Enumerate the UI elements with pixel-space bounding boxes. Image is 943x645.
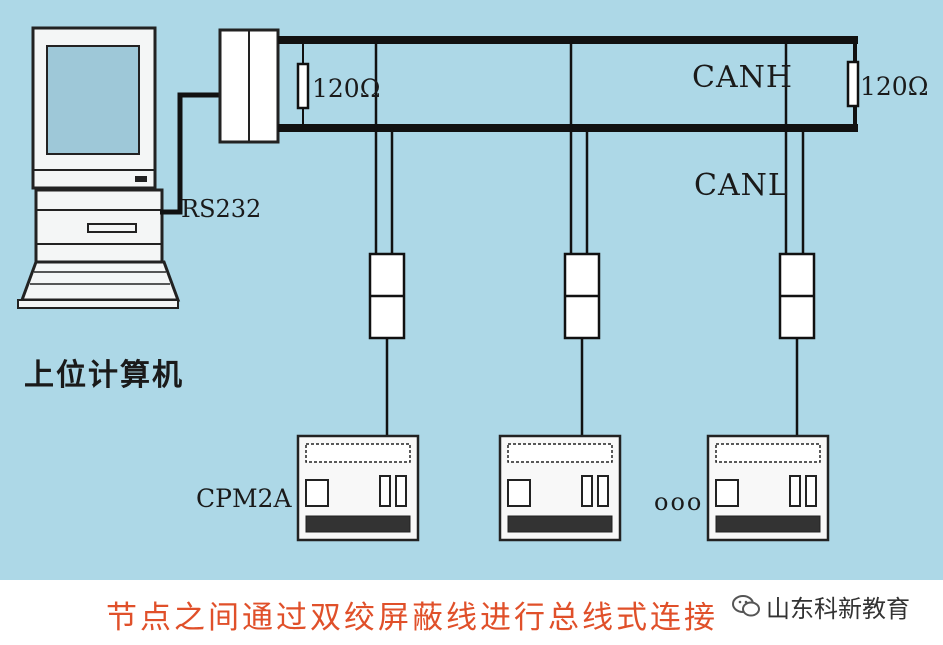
rs232-cable-path — [160, 92, 220, 215]
more-nodes-ellipsis: ooo — [654, 488, 704, 516]
resistor-right-label: 120Ω — [860, 72, 929, 101]
plc-3-port — [715, 479, 739, 507]
watermark-text: 山东科新教育 — [766, 594, 910, 623]
plc-2-slot-1 — [581, 475, 593, 507]
rs232-cable — [160, 92, 220, 215]
node-drop-1 — [368, 40, 406, 446]
plc-unit-1 — [296, 434, 420, 542]
diagram-caption: 节点之间通过双绞屏蔽线进行总线式连接 — [106, 600, 718, 636]
plc-3-slot-2 — [805, 475, 817, 507]
node-drop-3 — [778, 40, 816, 446]
monitor-screen — [46, 45, 140, 155]
plc-3-terminal-top — [715, 443, 821, 463]
node-drop-2 — [563, 40, 601, 446]
terminating-resistor-right — [846, 60, 860, 108]
keyboard-base — [17, 299, 179, 309]
plc-2-slot-2 — [597, 475, 609, 507]
terminating-resistor-left — [296, 62, 310, 110]
plc-model-label: CPM2A — [196, 484, 292, 513]
wechat-icon — [732, 595, 760, 617]
plc-2-port — [507, 479, 531, 507]
computer-case — [34, 188, 164, 264]
plc-unit-3 — [706, 434, 830, 542]
resistor-left-label: 120Ω — [312, 74, 381, 103]
plc-2-terminal-top — [507, 443, 613, 463]
plc-2-terminal-bottom — [507, 515, 613, 533]
canh-label: CANH — [692, 60, 794, 95]
disk-drive-slot — [87, 223, 137, 233]
plc-3-terminal-bottom — [715, 515, 821, 533]
canl-label: CANL — [694, 168, 789, 203]
keyboard — [19, 260, 181, 302]
plc-1-slot-2 — [395, 475, 407, 507]
rs232-label: RS232 — [181, 195, 262, 223]
plc-1-terminal-bottom — [305, 515, 411, 533]
plc-unit-2 — [498, 434, 622, 542]
plc-1-slot-1 — [379, 475, 391, 507]
plc-1-port — [305, 479, 329, 507]
watermark: 山东科新教育 — [726, 587, 916, 625]
host-computer-icon — [17, 26, 181, 309]
plc-1-terminal-top — [305, 443, 411, 463]
host-computer-label: 上位计算机 — [24, 358, 184, 393]
monitor-button — [135, 176, 147, 182]
plc-3-slot-1 — [789, 475, 801, 507]
